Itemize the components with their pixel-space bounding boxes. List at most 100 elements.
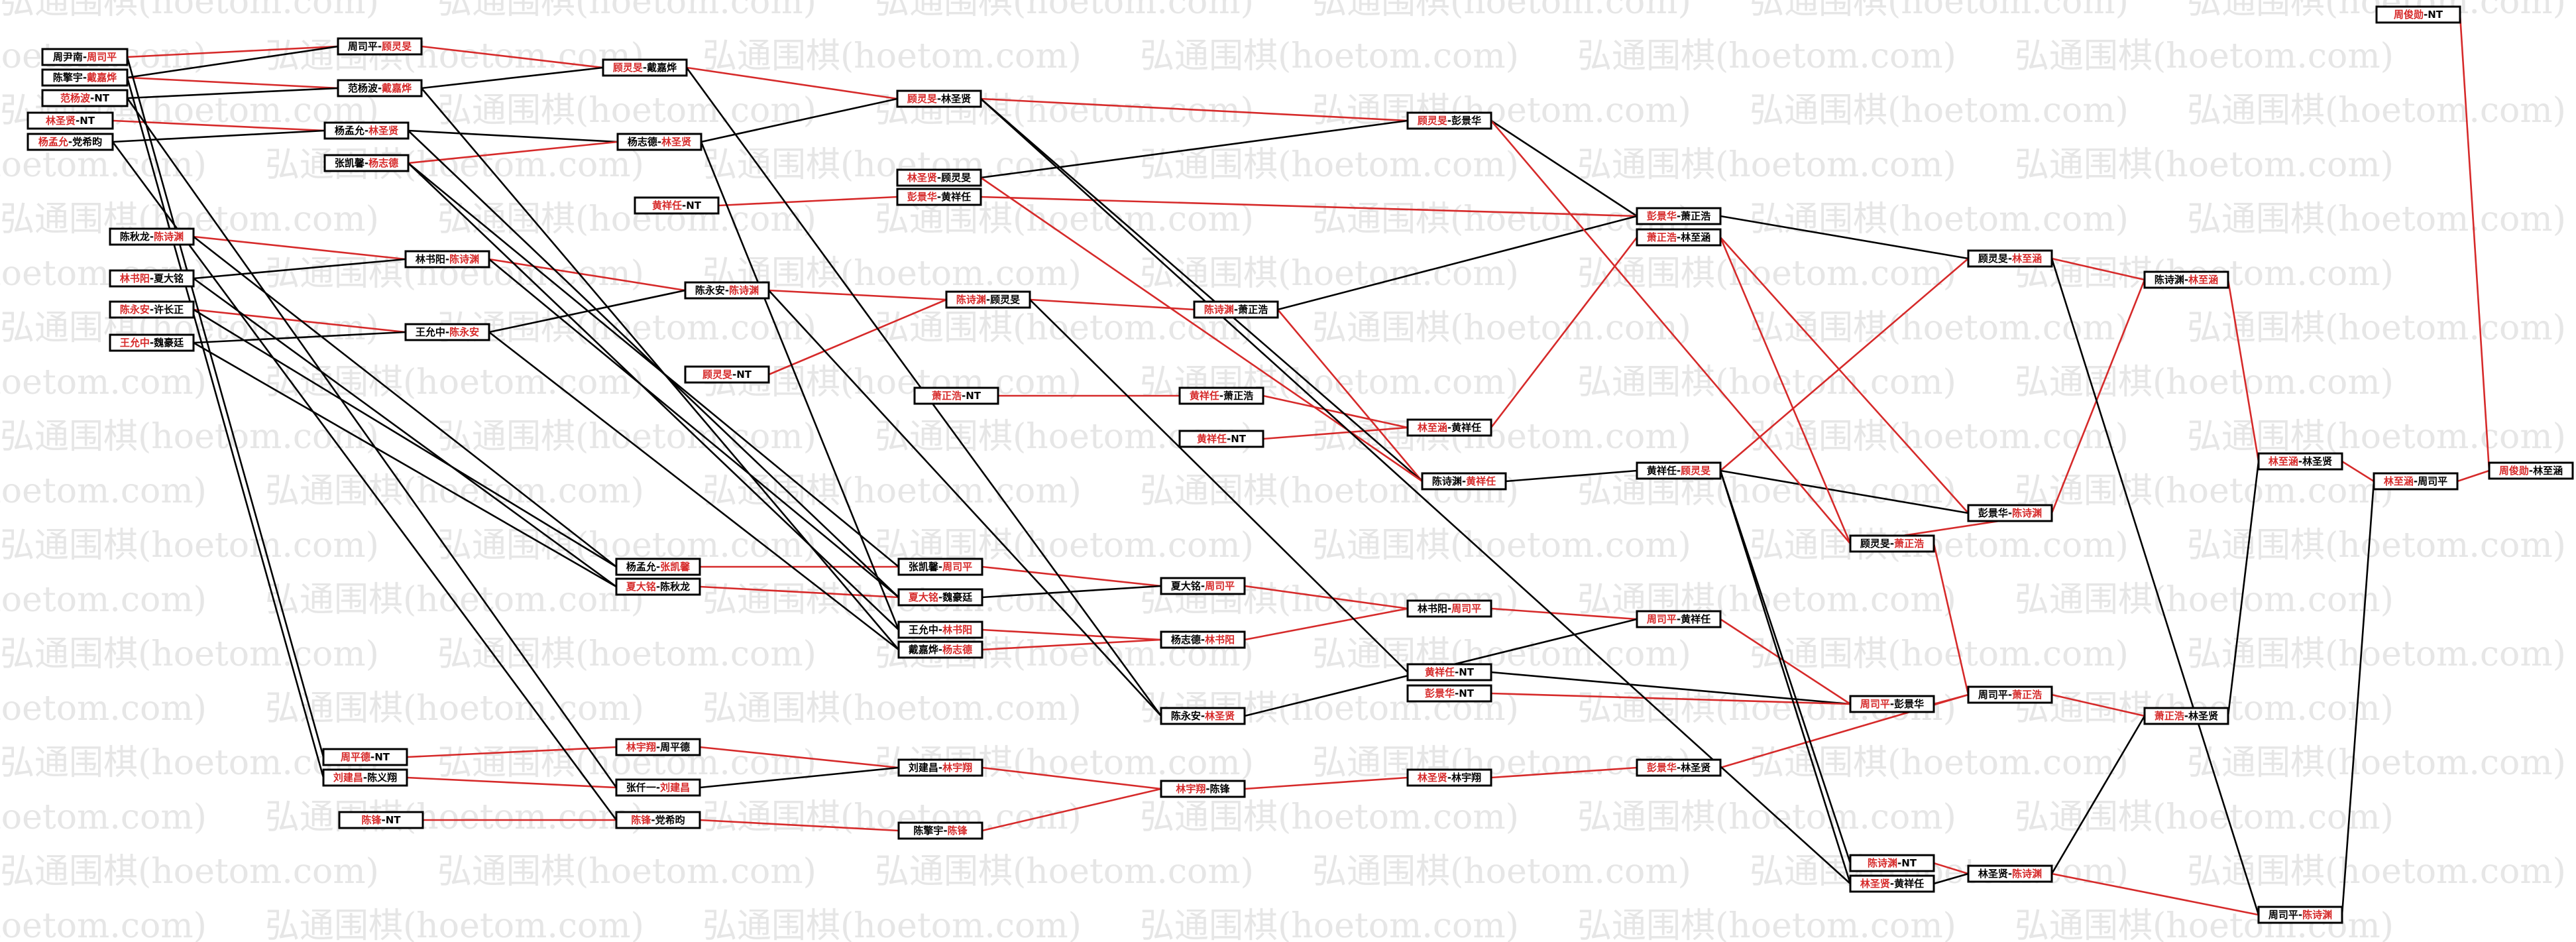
match-node: 范杨波-戴嘉烨 bbox=[337, 79, 423, 97]
player-b: 顾灵旻 bbox=[990, 294, 1020, 306]
separator: - bbox=[150, 304, 154, 316]
player-b: 陈诗渊 bbox=[449, 253, 479, 265]
watermark-text: 弘通围棋(hoetom.com) bbox=[2015, 363, 2394, 402]
match-box bbox=[602, 58, 688, 77]
match-label: 周平德-NT bbox=[341, 751, 390, 763]
watermark-text: 弘通围棋(hoetom.com) bbox=[0, 417, 379, 457]
player-b: 周司平 bbox=[2418, 475, 2447, 487]
player-a: 陈永安 bbox=[695, 284, 725, 296]
watermark-text: 弘通围棋(hoetom.com) bbox=[1577, 580, 1956, 620]
separator: - bbox=[2008, 689, 2012, 701]
player-a: 范杨波 bbox=[348, 82, 378, 94]
match-label: 彭景华-林圣贤 bbox=[1647, 762, 1710, 774]
match-node: 黄祥任-NT bbox=[634, 196, 720, 215]
match-label: 夏大铭-陈秋龙 bbox=[626, 581, 690, 593]
match-node: 周俊勋-林至涵 bbox=[2488, 461, 2574, 480]
bracket-edge bbox=[768, 289, 947, 301]
bracket-edge bbox=[112, 129, 325, 143]
bracket-edge bbox=[1490, 766, 1638, 779]
separator: - bbox=[1890, 698, 1894, 710]
match-node: 陈永安-陈诗渊 bbox=[684, 281, 770, 300]
match-box bbox=[1849, 874, 1935, 893]
match-node: 萧正浩-林至涵 bbox=[1636, 228, 1722, 247]
bracket-edge bbox=[699, 746, 899, 769]
match-label: 张仟一-刘建昌 bbox=[626, 782, 690, 794]
bracket-nodes: 周尹南-周司平陈擎宇-戴嘉烨范杨波-NT林圣贤-NT杨孟允-党希昀周司平-顾灵旻… bbox=[27, 5, 2574, 924]
match-label: 林书阳-周司平 bbox=[1418, 603, 1481, 615]
player-a: 周俊勋 bbox=[2499, 465, 2529, 477]
bracket-edge bbox=[421, 66, 604, 89]
separator: - bbox=[938, 561, 942, 573]
player-a: 顾灵旻 bbox=[1418, 115, 1447, 127]
separator: - bbox=[370, 751, 374, 763]
match-label: 周司平-陈诗渊 bbox=[2268, 909, 2332, 921]
match-box bbox=[2257, 452, 2343, 471]
watermark-text: 弘通围棋(hoetom.com) bbox=[2187, 852, 2566, 892]
match-box bbox=[109, 300, 195, 319]
match-label: 王允中-魏豪廷 bbox=[120, 337, 184, 349]
player-b: 彭景华 bbox=[1894, 698, 1924, 710]
separator: - bbox=[725, 284, 729, 296]
watermark-text: 弘通围棋(hoetom.com) bbox=[0, 634, 379, 674]
player-b: NT bbox=[966, 390, 981, 402]
separator: - bbox=[1677, 613, 1681, 625]
player-a: 夏大铭 bbox=[908, 591, 938, 603]
player-a: 陈诗渊 bbox=[956, 294, 986, 306]
bracket-edge bbox=[2051, 693, 2145, 717]
separator: - bbox=[732, 369, 736, 381]
separator: - bbox=[1677, 210, 1681, 222]
match-label: 林书阳-夏大铭 bbox=[120, 272, 184, 284]
match-label: 陈永安-陈诗渊 bbox=[695, 284, 759, 296]
bracket-edge bbox=[1277, 215, 1638, 311]
player-a: 顾灵旻 bbox=[613, 62, 643, 74]
watermark-text: 弘通围棋(hoetom.com) bbox=[2015, 471, 2394, 511]
match-label: 林圣贤-NT bbox=[46, 115, 95, 127]
player-a: 周司平 bbox=[1860, 698, 1890, 710]
player-a: 杨志德 bbox=[1171, 634, 1201, 646]
bracket-edge bbox=[1719, 470, 1852, 864]
player-a: 林圣贤 bbox=[1418, 772, 1447, 784]
bracket-edge bbox=[1262, 394, 1408, 429]
separator: - bbox=[937, 93, 941, 105]
separator: - bbox=[1234, 304, 1238, 316]
separator: - bbox=[378, 40, 382, 52]
watermark-text: 弘通围棋(hoetom.com) bbox=[1577, 145, 1956, 185]
player-b: 林书阳 bbox=[942, 624, 972, 636]
player-b: 林至涵 bbox=[1681, 231, 1710, 243]
match-node: 林圣贤-顾灵旻 bbox=[896, 168, 982, 187]
match-box bbox=[1193, 300, 1279, 319]
watermark-text: 弘通围棋(hoetom.com) bbox=[702, 36, 1082, 76]
watermark-text: 弘通围棋(hoetom.com) bbox=[1750, 0, 2129, 22]
player-a: 陈擎宇 bbox=[913, 825, 943, 837]
bracket-edge bbox=[2051, 872, 2259, 916]
match-box bbox=[2257, 906, 2343, 924]
separator: - bbox=[1677, 762, 1681, 774]
match-node: 萧正浩-林圣贤 bbox=[2143, 707, 2229, 725]
match-label: 林圣贤-林宇翔 bbox=[1418, 772, 1481, 784]
player-a: 王允中 bbox=[909, 624, 938, 636]
match-label: 黄祥任-NT bbox=[1197, 433, 1247, 445]
player-b: 党希昀 bbox=[72, 136, 102, 148]
watermark-text: 弘通围棋(hoetom.com) bbox=[875, 308, 1254, 348]
watermark-text: 弘通围棋(hoetom.com) bbox=[1577, 797, 1956, 837]
match-label: 陈诗渊-林至涵 bbox=[2155, 274, 2218, 286]
match-node: 彭景华-林圣贤 bbox=[1636, 758, 1722, 777]
bracket-edge bbox=[2459, 14, 2491, 471]
match-label: 林宇翔-陈锋 bbox=[1176, 783, 1230, 795]
player-a: 杨孟允 bbox=[38, 136, 68, 148]
bracket-edge bbox=[980, 97, 1408, 122]
separator: - bbox=[83, 51, 87, 63]
player-b: NT bbox=[686, 200, 702, 211]
match-box bbox=[1636, 461, 1722, 480]
player-a: 萧正浩 bbox=[2155, 710, 2184, 722]
match-node: 陈秋龙-陈诗渊 bbox=[109, 227, 195, 246]
watermark-text: 弘通围棋(hoetom.com) bbox=[265, 689, 644, 729]
match-label: 林圣贤-顾灵旻 bbox=[907, 172, 971, 184]
match-node: 黄祥任-NT bbox=[1406, 663, 1492, 681]
match-box bbox=[323, 154, 410, 172]
bracket-edge bbox=[1719, 470, 1852, 884]
player-b: 萧正浩 bbox=[1223, 390, 1253, 402]
bracket-edge bbox=[127, 87, 339, 99]
match-label: 陈诗渊-萧正浩 bbox=[1204, 304, 1268, 316]
bracket-edge bbox=[1720, 469, 1969, 514]
